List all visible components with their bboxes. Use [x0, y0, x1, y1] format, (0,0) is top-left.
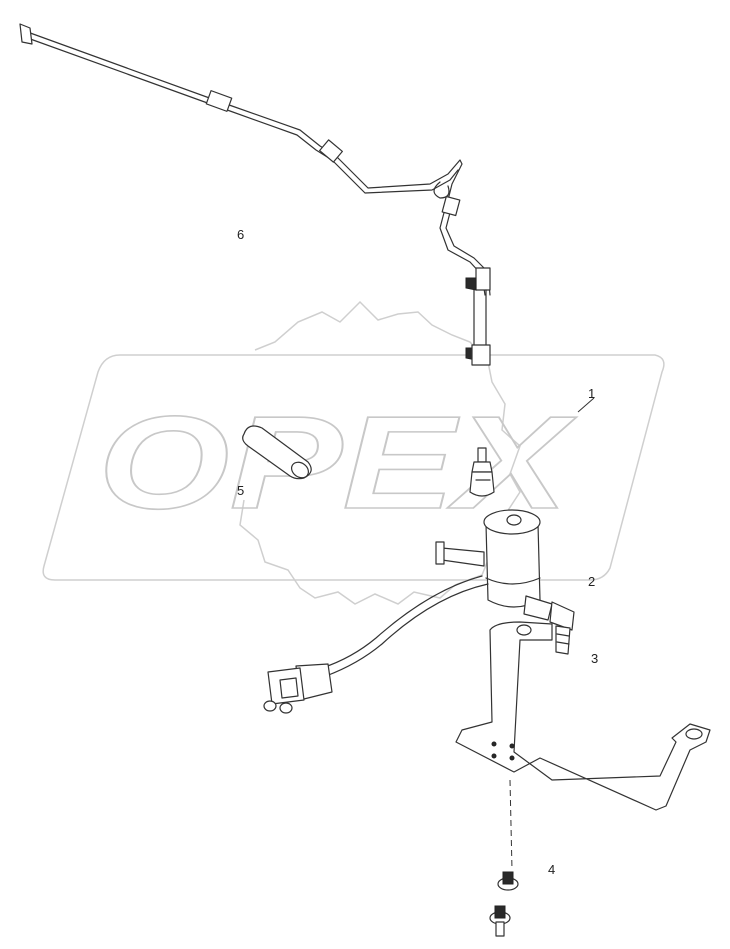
- fitting-part: [469, 447, 495, 497]
- gear-watermark-icon: [239, 300, 521, 605]
- callout-2: 2: [588, 574, 595, 589]
- callout-1: 1: [588, 386, 595, 401]
- solenoid-valve-part: [263, 509, 575, 714]
- bolt-part: [489, 871, 519, 937]
- hose-part: [242, 425, 312, 480]
- callout-3: 3: [591, 651, 598, 666]
- fuel-line-assembly: [19, 23, 491, 366]
- callout-4: 4: [548, 862, 555, 877]
- mounting-bracket: [455, 621, 711, 871]
- opex-watermark: OPEX: [42, 300, 665, 605]
- watermark-plate: [42, 354, 665, 581]
- callout-6: 6: [237, 227, 244, 242]
- callout-5: 5: [237, 483, 244, 498]
